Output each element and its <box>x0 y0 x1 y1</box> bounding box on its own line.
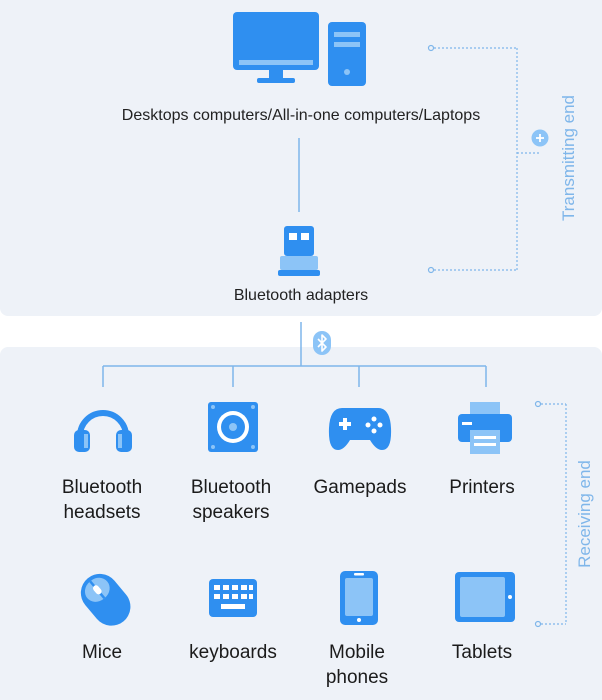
tablet-icon <box>455 572 515 622</box>
receiving-panel <box>0 347 602 700</box>
headset-icon <box>74 410 132 452</box>
device-label-tablets: Tablets <box>451 642 513 663</box>
desktop-computer-icon <box>233 12 366 86</box>
printer-icon <box>458 402 512 454</box>
device-label-keyboards: keyboards <box>189 642 277 663</box>
device-label-gamepads: Gamepads <box>313 477 407 498</box>
device-label-printers: Printers <box>449 477 515 498</box>
usb-adapter-icon <box>278 226 320 276</box>
device-label-mice: Mice <box>81 642 123 663</box>
mouse-icon <box>80 573 131 626</box>
keyboard-icon <box>209 579 257 617</box>
plus-circle-icon <box>531 129 549 147</box>
gamepad-icon <box>328 408 392 450</box>
adapter-label: Bluetooth adapters <box>233 287 369 304</box>
bluetooth-icon <box>313 331 331 355</box>
transmitting-end-label: Transmitting end <box>559 95 578 221</box>
device-label-speakers: Bluetooth speakers <box>190 477 272 523</box>
device-label-phones: Mobile phones <box>325 642 389 688</box>
device-label-headsets: Bluetooth headsets <box>61 477 143 523</box>
phone-icon <box>340 571 378 625</box>
computers-label: Desktops computers/All-in-one computers/… <box>121 107 481 124</box>
receiving-end-label: Receiving end <box>575 460 594 568</box>
speaker-icon <box>208 402 258 452</box>
